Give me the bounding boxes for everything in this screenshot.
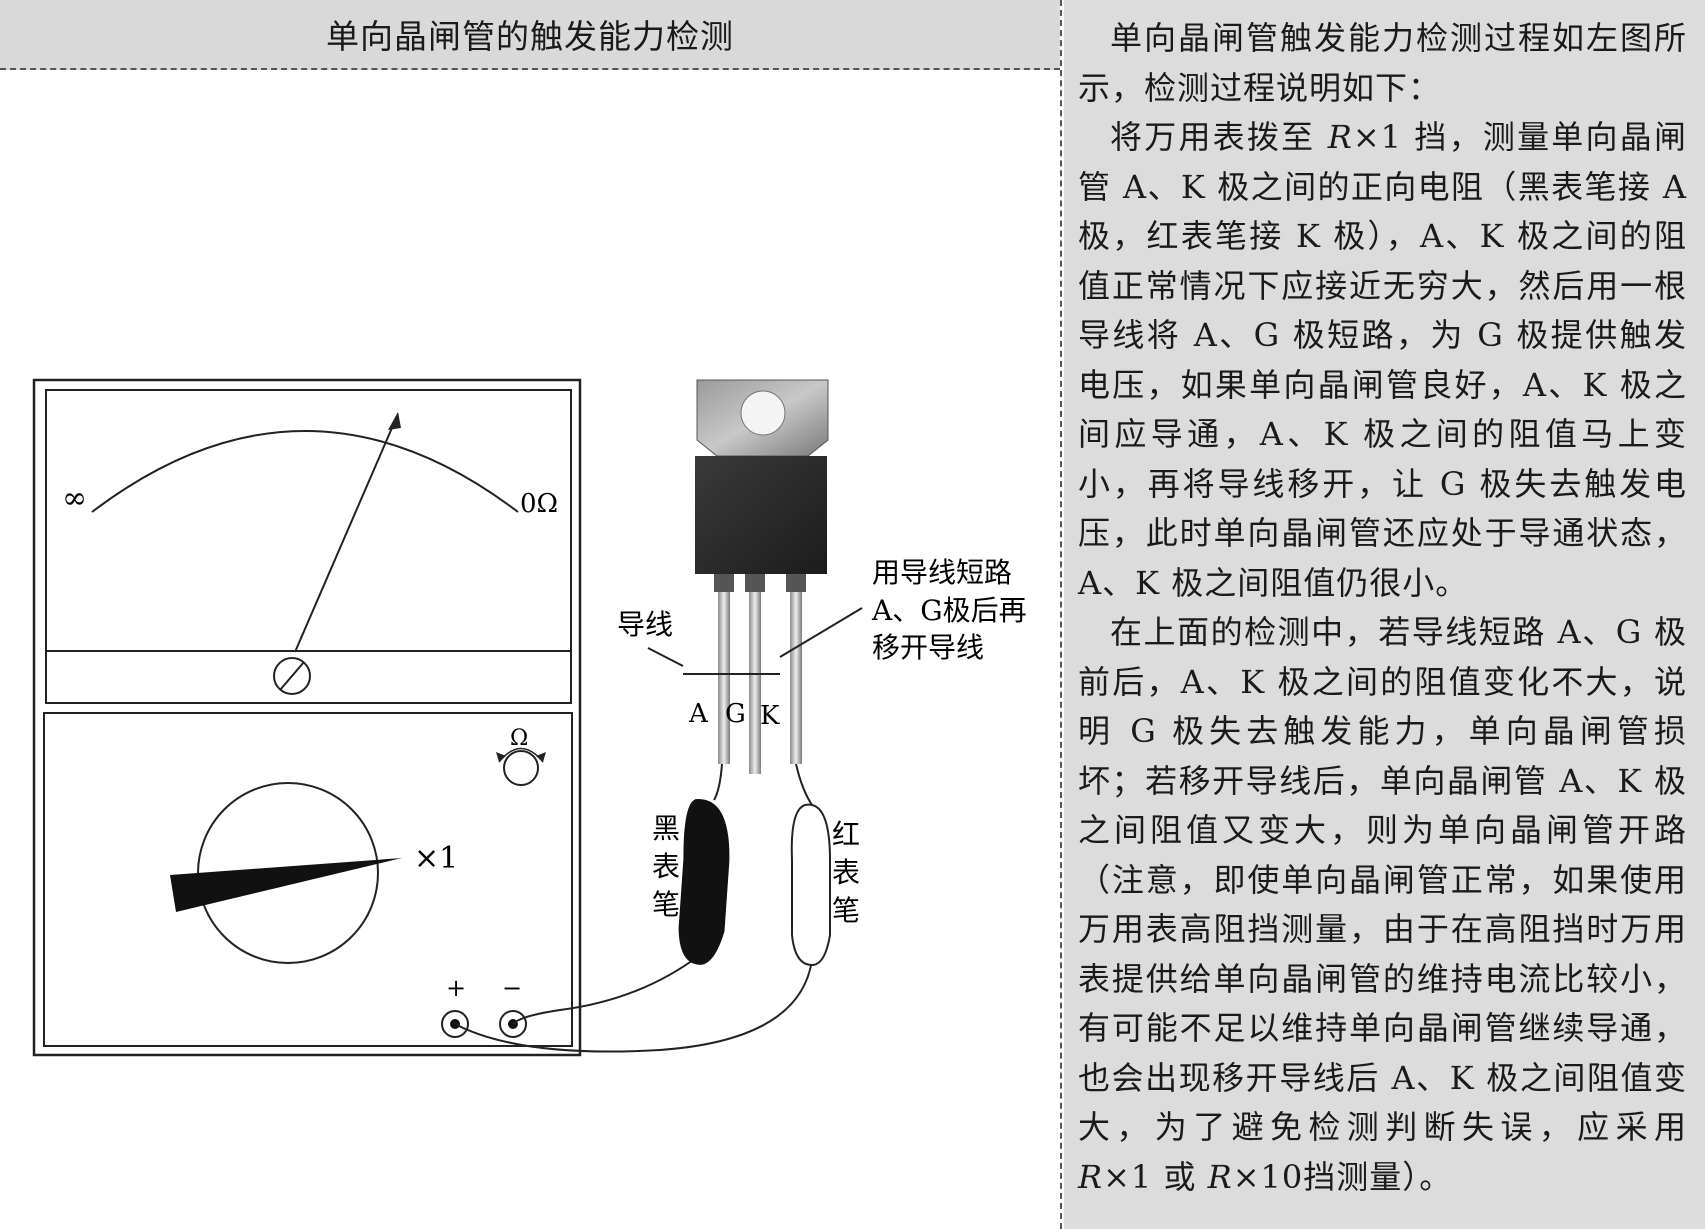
p3-main: 在上面的检测中，若导线短路 A、G 极前后，A、K 极之间的阻值变化不大，说明 … — [1078, 613, 1687, 1146]
p3-r-symbol-2: R — [1207, 1157, 1233, 1196]
scale-infinity-label: ∞ — [62, 481, 87, 516]
figure-panel: 单向晶闸管的触发能力检测 — [0, 0, 1062, 1229]
explanation-paragraph-3: 在上面的检测中，若导线短路 A、G 极前后，A、K 极之间的阻值变化不大，说明 … — [1078, 608, 1687, 1202]
p3-r-symbol-1: R — [1078, 1157, 1104, 1196]
short-note-line1: 用导线短路 — [872, 556, 1012, 589]
multimeter — [32, 378, 582, 1057]
black-probe-icon — [678, 799, 730, 965]
zero-adjust-screw-icon[interactable] — [273, 657, 311, 695]
p3-mid: ×1 或 — [1103, 1157, 1208, 1196]
red-probe-label-3: 笔 — [832, 894, 860, 927]
red-probe-label-2: 表 — [832, 856, 860, 889]
figure-title: 单向晶闸管的触发能力检测 — [0, 0, 1060, 70]
thyristor-component — [695, 379, 829, 774]
red-probe-icon — [790, 803, 831, 967]
scale-zero-ohm-label: 0Ω — [520, 489, 558, 519]
p2-after-r: ×1 挡，测量单向晶闸管 A、K 极之间的正向电阻（黑表笔接 A 极，红表笔接 … — [1078, 118, 1687, 602]
ohm-knob-label: Ω — [510, 726, 528, 751]
explanation-paragraph-2: 将万用表拨至 R×1 挡，测量单向晶闸管 A、K 极之间的正向电阻（黑表笔接 A… — [1078, 113, 1687, 608]
range-selector-pointer — [170, 858, 402, 912]
range-x1-label: ×1 — [414, 841, 458, 876]
red-probe-label-1: 红 — [832, 818, 860, 851]
meter-needle — [294, 413, 399, 653]
explanation-paragraph-1: 单向晶闸管触发能力检测过程如左图所示，检测过程说明如下： — [1078, 19, 1687, 107]
pin-a-label: A — [688, 699, 709, 729]
p2-before-r: 将万用表拨至 — [1110, 118, 1328, 156]
explanation-panel: 单向晶闸管触发能力检测过程如左图所示，检测过程说明如下： 将万用表拨至 R×1 … — [1064, 0, 1705, 1229]
short-note-line3: 移开导线 — [872, 631, 984, 664]
black-probe-label-3: 笔 — [652, 888, 680, 921]
plus-terminal-label: + — [446, 974, 466, 1002]
black-probe-label-1: 黑 — [652, 812, 680, 845]
figure-illustration: ∞ 0Ω ×1 Ω + − — [0, 70, 1060, 1229]
short-note-line2: A、G极后再 — [871, 594, 1027, 627]
black-probe-label-2: 表 — [652, 850, 680, 883]
ohm-adjust-knob-icon[interactable] — [496, 747, 546, 786]
minus-terminal-icon[interactable] — [499, 1010, 527, 1038]
pin-g-label: G — [725, 699, 746, 729]
p2-r-symbol: R — [1327, 118, 1353, 156]
minus-terminal-label: − — [502, 974, 522, 1002]
wire-label: 导线 — [617, 608, 673, 641]
thyristor-test-diagram: ∞ 0Ω ×1 Ω + − — [32, 378, 1027, 1057]
meter-scale-arc — [91, 430, 519, 513]
p3-end: ×10挡测量）。 — [1232, 1157, 1453, 1196]
pin-k-label: K — [760, 701, 780, 731]
